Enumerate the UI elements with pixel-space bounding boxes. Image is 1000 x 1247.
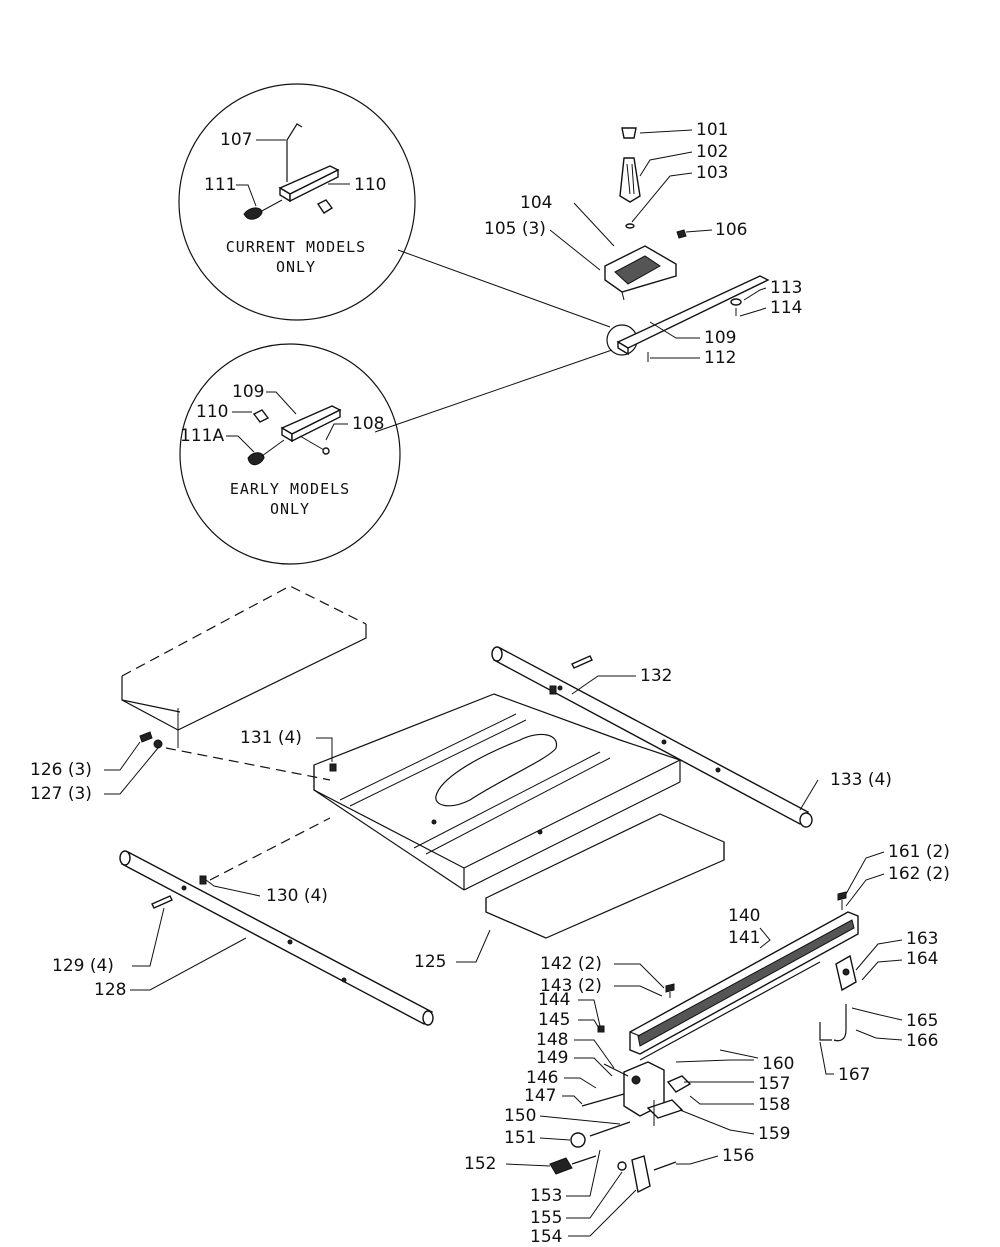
- label-166: 166: [906, 1031, 938, 1051]
- label-165: 165: [906, 1011, 938, 1031]
- label-127: 127 (3): [30, 784, 92, 804]
- current-models-caption-line2: ONLY: [276, 258, 316, 276]
- label-148: 148: [536, 1030, 568, 1050]
- label-164: 164: [906, 949, 938, 969]
- label-141: 141: [728, 928, 760, 948]
- nut-131: [329, 763, 337, 772]
- label-143: 143 (2): [540, 976, 602, 996]
- label-160: 160: [762, 1054, 794, 1074]
- label-162: 162 (2): [888, 864, 950, 884]
- early-models-caption-line2: ONLY: [270, 500, 310, 518]
- label-109: 109: [704, 328, 736, 348]
- label-101: 101: [696, 120, 728, 140]
- rear-rail-132: [491, 646, 813, 828]
- front-rail-128: [119, 817, 434, 1026]
- label-167: 167: [838, 1065, 870, 1085]
- label-157: 157: [758, 1074, 790, 1094]
- label-154: 154: [530, 1227, 562, 1247]
- label-107: 107: [220, 130, 252, 150]
- early-models-caption-line1: EARLY MODELS: [230, 480, 350, 498]
- label-159: 159: [758, 1124, 790, 1144]
- label-163: 163: [906, 929, 938, 949]
- label-161: 161 (2): [888, 842, 950, 862]
- label-131: 131 (4): [240, 728, 302, 748]
- detail-circle-early-models: EARLY MODELS ONLY: [179, 343, 401, 565]
- label-145: 145: [538, 1010, 570, 1030]
- label-155: 155: [530, 1208, 562, 1228]
- detail-circle-current-models: CURRENT MODELS ONLY: [178, 83, 416, 321]
- label-113: 113: [770, 278, 802, 298]
- label-106: 106: [715, 220, 747, 240]
- label-147: 147: [524, 1086, 556, 1106]
- label-110: 110: [354, 175, 386, 195]
- label-104: 104: [520, 193, 552, 213]
- label-129: 129 (4): [52, 956, 114, 976]
- label-156: 156: [722, 1146, 754, 1166]
- label-111a: 111A: [180, 426, 224, 446]
- right-extension-wing: [485, 813, 725, 939]
- detail-connector-lower: [374, 349, 613, 433]
- label-146: 146: [526, 1068, 558, 1088]
- left-extension-wing: [121, 585, 367, 748]
- label-109-early: 109: [232, 382, 264, 402]
- miter-gauge-assembly: [604, 127, 770, 362]
- label-151: 151: [504, 1128, 536, 1148]
- label-140: 140: [728, 906, 760, 926]
- label-114: 114: [770, 298, 802, 318]
- label-150: 150: [504, 1106, 536, 1126]
- label-102: 102: [696, 142, 728, 162]
- label-105: 105 (3): [484, 219, 546, 239]
- label-142: 142 (2): [540, 954, 602, 974]
- current-models-caption-line1: CURRENT MODELS: [226, 238, 366, 256]
- leader-lines: [104, 129, 903, 1237]
- label-125: 125: [414, 952, 446, 972]
- label-111: 111: [204, 175, 236, 195]
- bolts-126-127: [139, 731, 331, 781]
- label-152: 152: [464, 1154, 496, 1174]
- label-110-early: 110: [196, 402, 228, 422]
- label-103: 103: [696, 163, 728, 183]
- label-153: 153: [530, 1186, 562, 1206]
- label-149: 149: [536, 1048, 568, 1068]
- label-130: 130 (4): [266, 886, 328, 906]
- detail-connector-upper: [397, 249, 611, 328]
- label-108: 108: [352, 414, 384, 434]
- label-144: 144: [538, 990, 570, 1010]
- label-128: 128: [94, 980, 126, 1000]
- label-132: 132: [640, 666, 672, 686]
- fence-assembly: [549, 891, 859, 1194]
- part-labels: 101 102 103 104 105 (3) 106 113 114 109 …: [30, 120, 950, 1247]
- label-126: 126 (3): [30, 760, 92, 780]
- label-158: 158: [758, 1095, 790, 1115]
- label-112: 112: [704, 348, 736, 368]
- label-133: 133 (4): [830, 770, 892, 790]
